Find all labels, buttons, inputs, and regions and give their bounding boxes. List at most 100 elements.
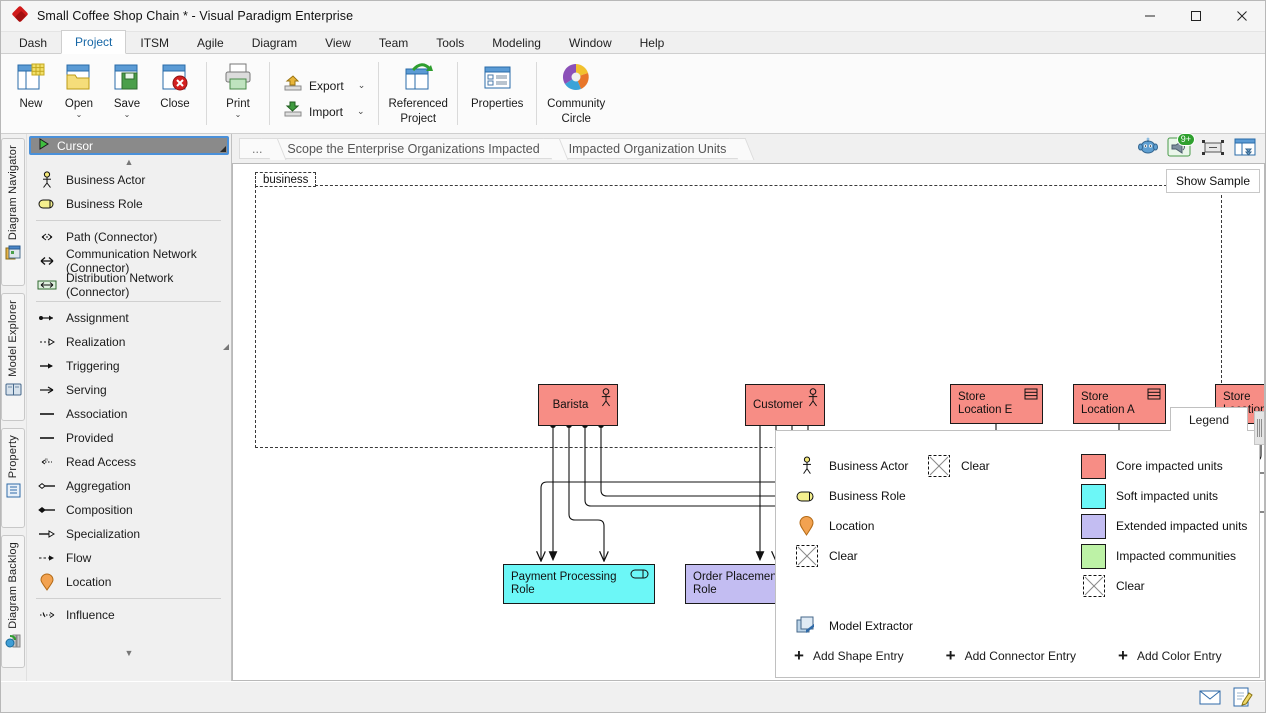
diagram-canvas[interactable]: business bbox=[232, 163, 1265, 681]
menu-tab-diagram[interactable]: Diagram bbox=[238, 31, 311, 54]
menu-tab-itsm[interactable]: ITSM bbox=[126, 31, 183, 54]
open-caret-icon[interactable]: ⌄ bbox=[76, 111, 83, 119]
breadcrumb-actions: 9+ bbox=[1137, 136, 1265, 161]
side-tab-property[interactable]: Property bbox=[1, 428, 25, 528]
minimize-button[interactable] bbox=[1127, 1, 1173, 32]
close-button[interactable] bbox=[1219, 1, 1265, 32]
legend-color-column: Core impacted units Soft impacted units … bbox=[1081, 451, 1247, 601]
layers-icon[interactable] bbox=[1233, 137, 1257, 160]
legend-entry-business-actor[interactable]: Business Actor bbox=[794, 451, 908, 481]
diagram-node-store-location-a[interactable]: Store Location A bbox=[1073, 384, 1166, 424]
business-unit-badge-icon bbox=[1147, 388, 1161, 403]
palette-resize-corner-icon[interactable] bbox=[223, 344, 229, 350]
menu-tab-modeling[interactable]: Modeling bbox=[478, 31, 555, 54]
palette-cursor-item[interactable]: Cursor bbox=[29, 136, 229, 155]
add-shape-entry-button[interactable]: + Add Shape Entry bbox=[794, 649, 904, 663]
side-tab-model-explorer[interactable]: Model Explorer bbox=[1, 293, 25, 421]
close-project-button[interactable]: Close bbox=[151, 56, 199, 133]
palette-item-flow[interactable]: Flow bbox=[27, 546, 231, 570]
save-caret-icon[interactable]: ⌄ bbox=[124, 111, 131, 119]
menu-tab-project[interactable]: Project bbox=[61, 30, 126, 54]
diagram-node-barista[interactable]: Barista bbox=[538, 384, 618, 426]
side-tab-diagram-backlog[interactable]: Diagram Backlog bbox=[1, 535, 25, 668]
palette-item-realization[interactable]: Realization bbox=[27, 330, 231, 354]
palette-item-location[interactable]: Location bbox=[27, 570, 231, 594]
legend-entry-location[interactable]: Location bbox=[794, 511, 908, 541]
add-color-entry-button[interactable]: + Add Color Entry bbox=[1118, 649, 1222, 663]
legend-entry-core-impacted-units[interactable]: Core impacted units bbox=[1081, 451, 1247, 481]
diagram-node-customer[interactable]: Customer bbox=[745, 384, 825, 426]
properties-icon bbox=[480, 62, 514, 95]
palette-item-influence[interactable]: Influence bbox=[27, 603, 231, 627]
palette-item-composition[interactable]: Composition bbox=[27, 498, 231, 522]
bot-icon[interactable] bbox=[1137, 137, 1159, 160]
menu-tab-dash[interactable]: Dash bbox=[5, 31, 61, 54]
breadcrumb-item-scope[interactable]: Scope the Enterprise Organizations Impac… bbox=[274, 138, 555, 159]
mail-icon[interactable] bbox=[1199, 687, 1221, 707]
color-swatch bbox=[1081, 514, 1106, 539]
import-button[interactable]: Import ⌄ bbox=[279, 99, 369, 125]
menu-tab-help[interactable]: Help bbox=[626, 31, 679, 54]
print-button[interactable]: Print ⌄ bbox=[214, 56, 262, 133]
palette-item-assignment[interactable]: Assignment bbox=[27, 306, 231, 330]
save-button[interactable]: Save ⌄ bbox=[103, 56, 151, 133]
palette-item-specialization[interactable]: Specialization bbox=[27, 522, 231, 546]
palette-item-serving[interactable]: Serving bbox=[27, 378, 231, 402]
open-button[interactable]: Open ⌄ bbox=[55, 56, 103, 133]
palette-item-business-role[interactable]: Business Role bbox=[27, 192, 231, 216]
legend-entry-business-role[interactable]: Business Role bbox=[794, 481, 908, 511]
palette-item-label: Serving bbox=[66, 383, 107, 397]
menu-tab-agile[interactable]: Agile bbox=[183, 31, 238, 54]
diagram-node-store-location-e[interactable]: Store Location E bbox=[950, 384, 1043, 424]
add-shape-entry-label: Add Shape Entry bbox=[813, 649, 904, 663]
menu-tab-view[interactable]: View bbox=[311, 31, 365, 54]
legend-entry-color-clear[interactable]: Clear bbox=[1081, 571, 1247, 601]
export-import-group: Export ⌄ Import ⌄ bbox=[277, 56, 371, 133]
palette-scroll-up-button[interactable]: ▲ bbox=[27, 155, 231, 168]
community-circle-button[interactable]: Community Circle bbox=[544, 56, 608, 133]
export-caret-icon[interactable]: ⌄ bbox=[358, 80, 366, 91]
add-connector-entry-button[interactable]: + Add Connector Entry bbox=[946, 649, 1076, 663]
import-caret-icon[interactable]: ⌄ bbox=[357, 106, 365, 117]
palette-item-business-actor[interactable]: Business Actor bbox=[27, 168, 231, 192]
legend-entry-model-extractor[interactable]: Model Extractor bbox=[794, 611, 913, 641]
palette-item-distribution-network[interactable]: Distribution Network (Connector) bbox=[27, 273, 231, 297]
palette-item-triggering[interactable]: Triggering bbox=[27, 354, 231, 378]
breadcrumb-item-root[interactable]: ... bbox=[239, 138, 274, 159]
palette-item-list: Business Actor Business Role bbox=[27, 168, 231, 646]
properties-button[interactable]: Properties bbox=[465, 56, 529, 133]
export-button[interactable]: Export ⌄ bbox=[279, 73, 369, 99]
referenced-project-button[interactable]: Referenced Project bbox=[386, 56, 450, 133]
print-caret-icon[interactable]: ⌄ bbox=[235, 111, 242, 119]
legend-entry-connector-clear[interactable]: Clear bbox=[926, 451, 990, 481]
legend-entry-soft-impacted-units[interactable]: Soft impacted units bbox=[1081, 481, 1247, 511]
announcement-badge: 9+ bbox=[1177, 133, 1195, 146]
palette-item-association[interactable]: Association bbox=[27, 402, 231, 426]
palette-item-provided[interactable]: Provided bbox=[27, 426, 231, 450]
open-icon bbox=[62, 62, 96, 95]
palette-item-read-access[interactable]: R Read Access bbox=[27, 450, 231, 474]
palette-item-aggregation[interactable]: Aggregation bbox=[27, 474, 231, 498]
menu-tab-team[interactable]: Team bbox=[365, 31, 422, 54]
palette-item-path-connector[interactable]: Path (Connector) bbox=[27, 225, 231, 249]
announcement-icon[interactable]: 9+ bbox=[1167, 136, 1193, 161]
palette-item-communication-network[interactable]: Communication Network (Connector) bbox=[27, 249, 231, 273]
legend-entry-shape-clear[interactable]: Clear bbox=[794, 541, 908, 571]
new-button[interactable]: New bbox=[7, 56, 55, 133]
note-edit-icon[interactable] bbox=[1231, 687, 1253, 707]
legend-entry-extended-impacted-units[interactable]: Extended impacted units bbox=[1081, 511, 1247, 541]
legend-tab[interactable]: Legend bbox=[1170, 407, 1248, 431]
side-tab-diagram-navigator[interactable]: Diagram Navigator bbox=[1, 138, 25, 286]
maximize-button[interactable] bbox=[1173, 1, 1219, 32]
breadcrumb-item-current[interactable]: Impacted Organization Units bbox=[556, 138, 743, 159]
business-unit-badge-icon bbox=[1024, 388, 1038, 403]
legend-entry-impacted-communities[interactable]: Impacted communities bbox=[1081, 541, 1247, 571]
show-sample-button[interactable]: Show Sample bbox=[1166, 169, 1260, 193]
menu-tab-tools[interactable]: Tools bbox=[422, 31, 478, 54]
menu-tab-window[interactable]: Window bbox=[555, 31, 626, 54]
legend-connector-column: Clear bbox=[926, 451, 990, 481]
resize-icon[interactable] bbox=[1201, 137, 1225, 160]
vertical-splitter-handle[interactable] bbox=[1254, 411, 1265, 445]
palette-scroll-down-button[interactable]: ▼ bbox=[27, 646, 231, 659]
diagram-node-payment-processing-role[interactable]: Payment Processing Role bbox=[503, 564, 655, 604]
